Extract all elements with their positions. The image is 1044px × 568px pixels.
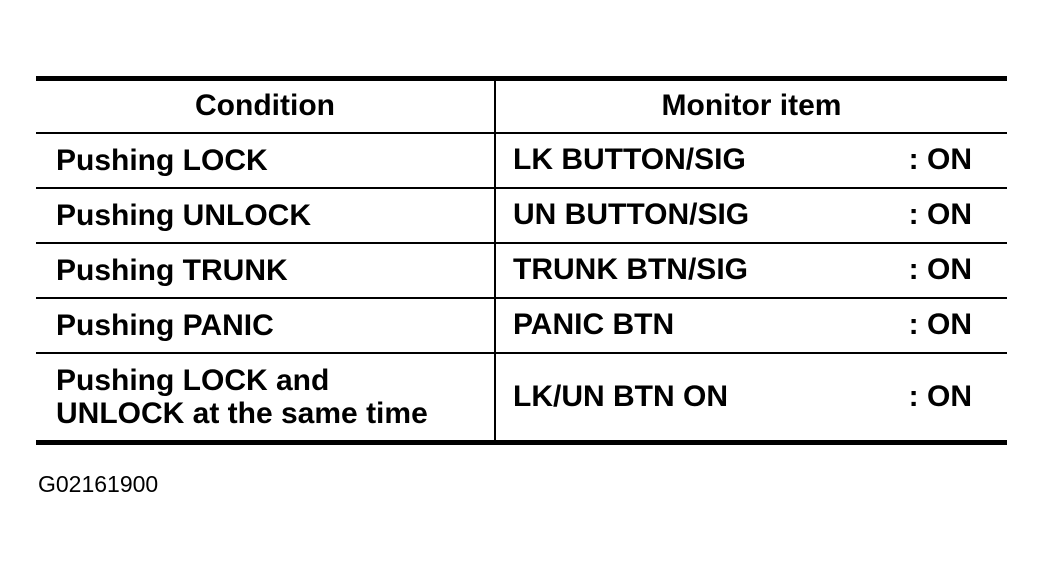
monitor-item-label: LK/UN BTN ON <box>513 379 728 413</box>
monitor-cell: LK/UN BTN ON : ON <box>495 353 1007 443</box>
condition-monitor-table: Condition Monitor item Pushing LOCK LK B… <box>36 76 1007 445</box>
column-header-condition: Condition <box>36 78 496 134</box>
figure-id: G02161900 <box>38 471 159 497</box>
monitor-item-label: UN BUTTON/SIG <box>513 198 750 231</box>
monitor-item-value: : ON <box>908 308 972 341</box>
condition-cell: Pushing LOCK and UNLOCK at the same time <box>36 352 496 443</box>
condition-cell: Pushing PANIC <box>36 297 496 354</box>
header-row: Condition Monitor item <box>36 78 1007 134</box>
condition-cell: Pushing LOCK <box>36 132 496 189</box>
table-row: Pushing LOCK LK BUTTON/SIG : ON <box>36 132 1007 189</box>
monitor-item-label: TRUNK BTN/SIG <box>513 253 748 286</box>
monitor-item-value: : ON <box>908 143 972 176</box>
column-header-monitor-item: Monitor item <box>495 78 1007 134</box>
monitor-item-value: : ON <box>908 379 972 413</box>
table-row: Pushing PANIC PANIC BTN : ON <box>36 297 1007 354</box>
monitor-cell: TRUNK BTN/SIG : ON <box>495 242 1007 299</box>
monitor-item-value: : ON <box>908 198 972 231</box>
table-row: Pushing UNLOCK UN BUTTON/SIG : ON <box>36 187 1007 244</box>
monitor-item-label: LK BUTTON/SIG <box>513 143 746 176</box>
condition-cell: Pushing UNLOCK <box>36 187 496 244</box>
monitor-item-value: : ON <box>908 253 972 286</box>
table-row: Pushing TRUNK TRUNK BTN/SIG : ON <box>36 242 1007 299</box>
monitor-cell: LK BUTTON/SIG : ON <box>495 132 1007 189</box>
condition-cell: Pushing TRUNK <box>36 242 496 299</box>
monitor-cell: PANIC BTN : ON <box>495 297 1007 354</box>
table-row: Pushing LOCK and UNLOCK at the same time… <box>36 352 1007 443</box>
monitor-cell: UN BUTTON/SIG : ON <box>495 187 1007 244</box>
monitor-item-label: PANIC BTN <box>513 308 675 341</box>
